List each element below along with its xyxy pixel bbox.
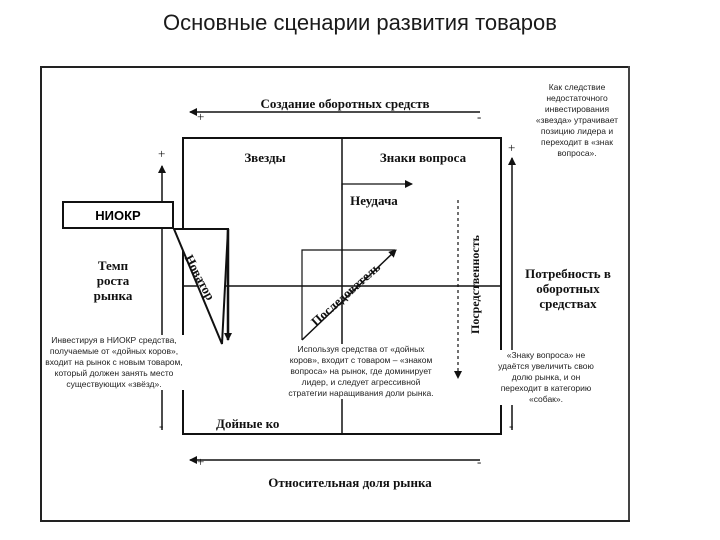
bottom-axis-label: Относительная доля рынка [268,475,432,490]
right-axis-label-line3: средствах [539,296,597,311]
right-axis-minus: - [509,418,514,433]
niokr-box: НИОКР [62,201,174,229]
note-center: Используя средства от «дойных коров», вх… [288,344,434,399]
top-axis-label: Создание оборотных средств [260,96,430,111]
left-axis-label: Темп роста рынка [88,258,138,303]
diagram-frame-right-edge [628,66,630,520]
diagram-frame [40,66,630,522]
failure-label: Неудача [350,193,398,208]
left-axis-label-line2: роста [96,273,130,288]
left-axis-label-line3: рынка [93,288,133,303]
follower-diagonal-arrow [301,249,397,341]
right-axis-label: Потребность в оборотных средствах [518,266,618,311]
note-left: Инвестируя в НИОКР средства, получаемые … [44,335,184,390]
bottom-axis-minus: - [477,454,482,469]
right-axis-plus: + [508,140,516,155]
left-axis-label-line1: Темп [97,258,129,273]
quadrant-cash-cows: Дойные ко [216,416,280,431]
failure-arrow [341,180,413,190]
left-axis-minus: - [159,418,164,433]
follower-arrow [301,249,395,340]
top-axis-plus: + [197,109,205,124]
quadrant-question-marks: Знаки вопроса [379,150,467,165]
right-axis-label-line2: оборотных [536,281,600,296]
quadrant-stars: Звезды [244,150,286,165]
innovator-wedge [172,228,230,345]
bottom-axis-plus: + [197,454,205,469]
note-top-right: Как следствие недостаточного инвестирова… [530,82,624,159]
top-axis-minus: - [477,109,482,124]
right-axis-label-line1: Потребность в [525,266,611,281]
mediocrity-label: Посредственность [468,235,482,334]
left-axis-plus: + [158,146,166,161]
note-right: «Знаку вопроса» не удаётся увеличить сво… [494,350,598,405]
page-title: Основные сценарии развития товаров [163,10,557,35]
